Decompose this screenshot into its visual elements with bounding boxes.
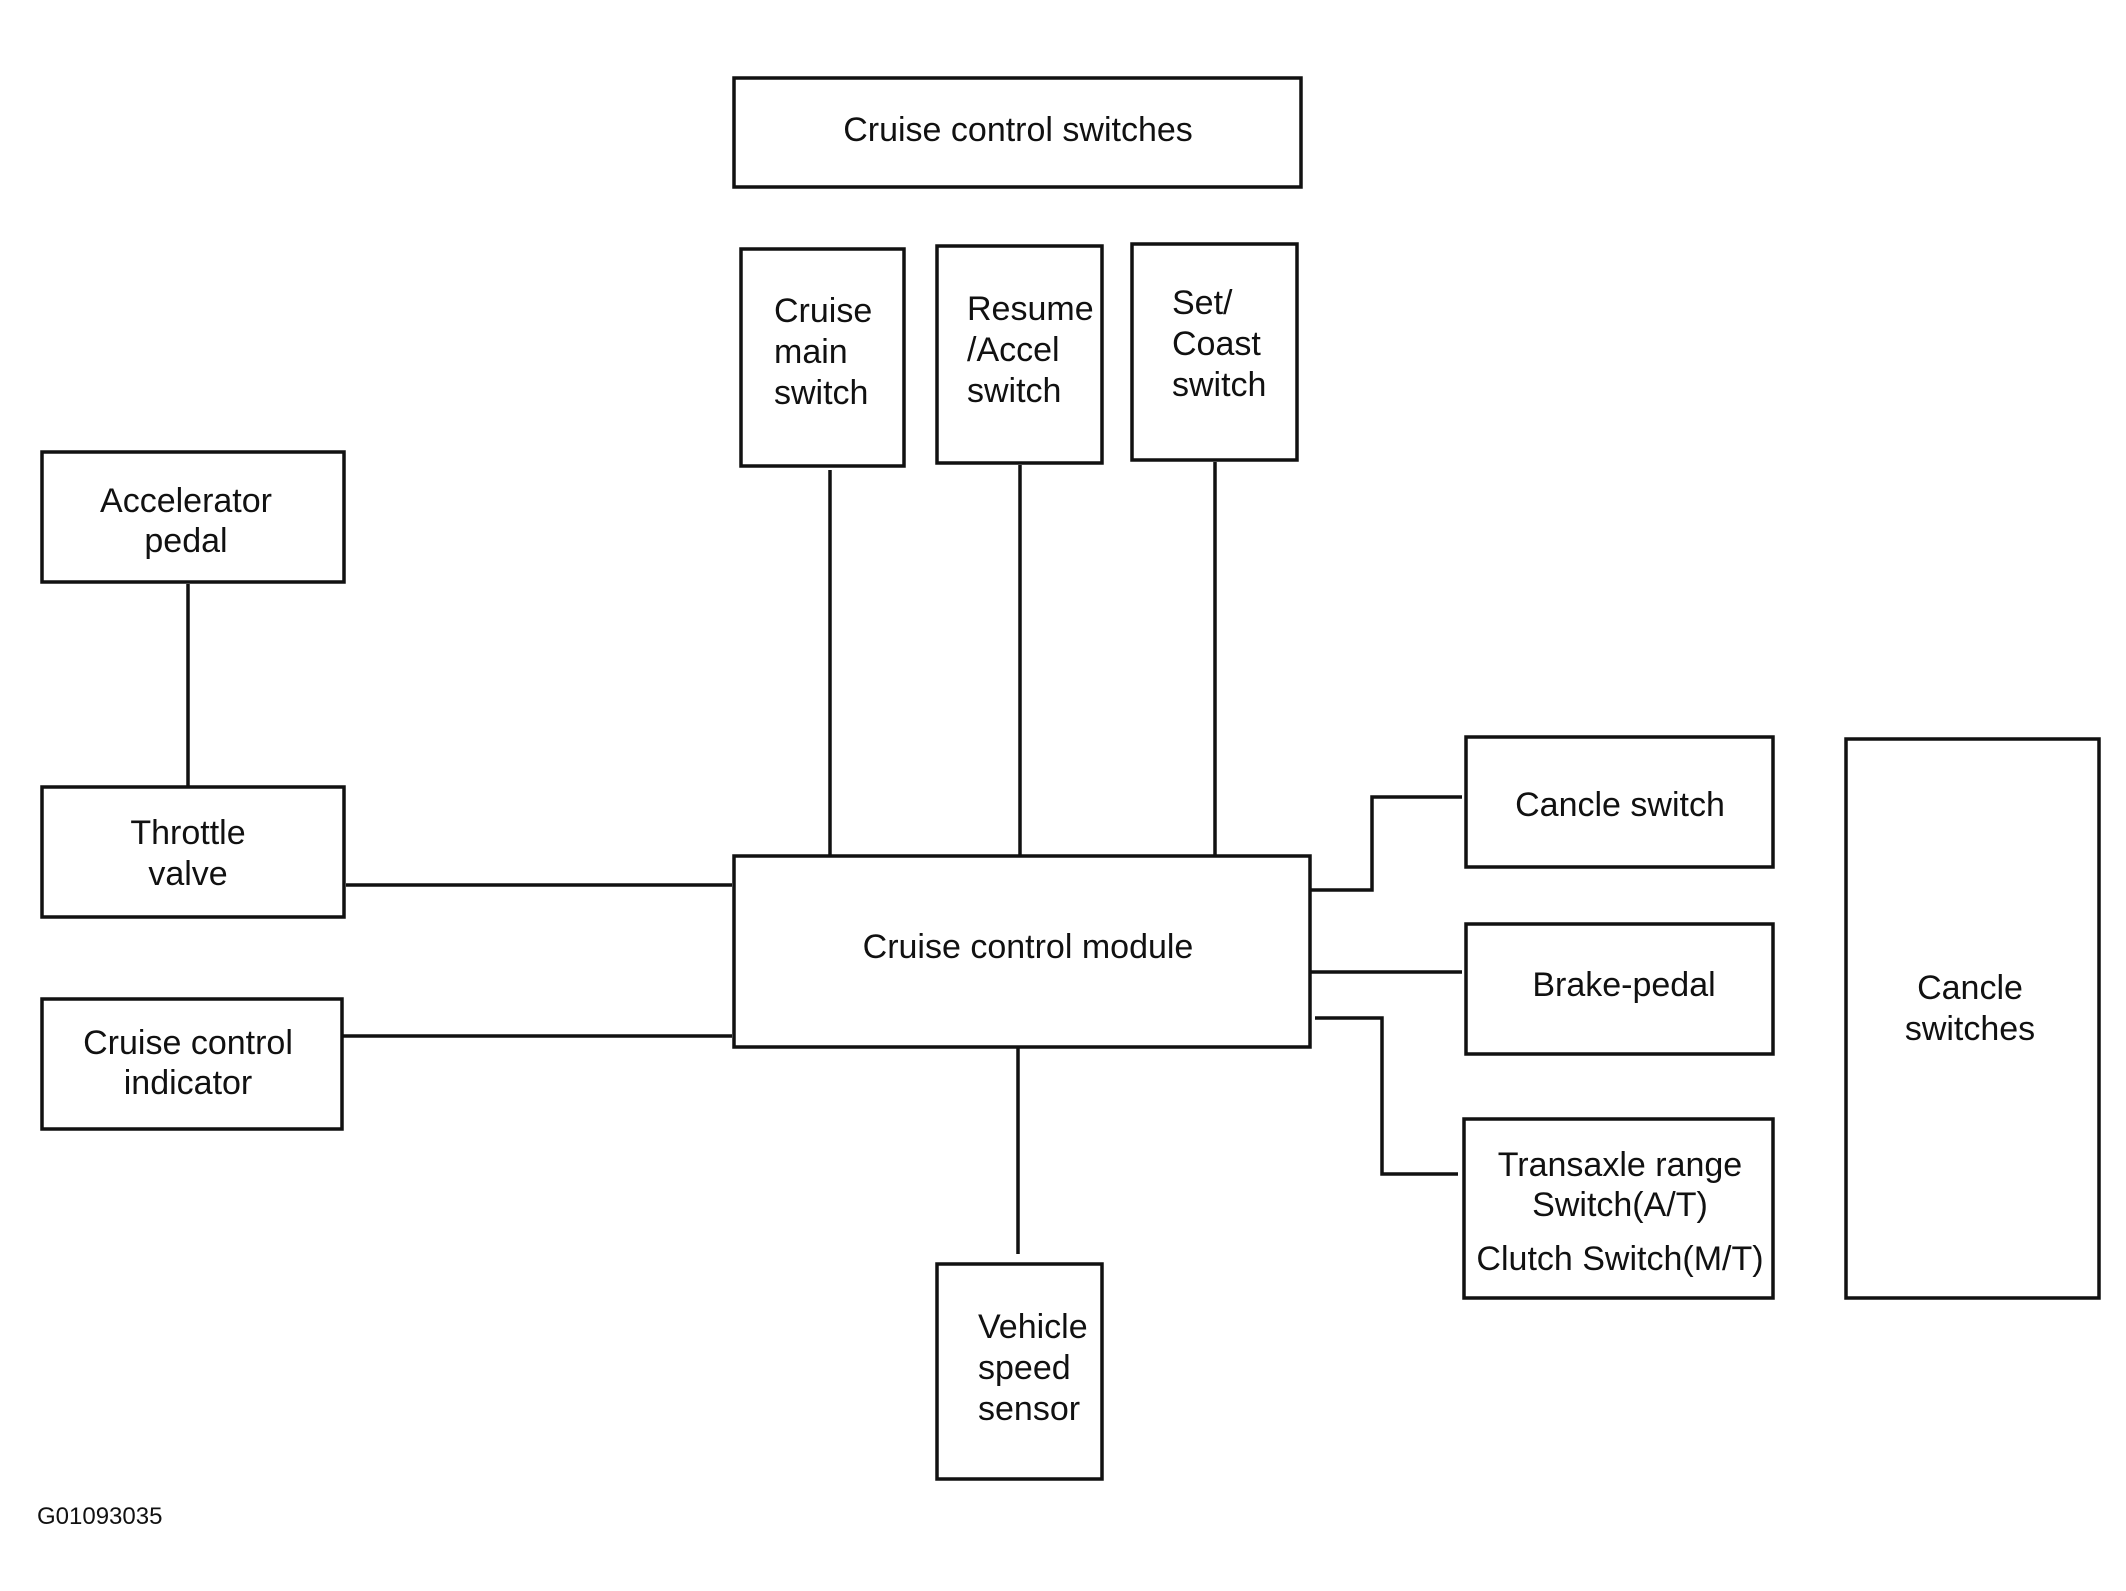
connections bbox=[186, 462, 1462, 1254]
cruise-control-module-box: Cruise control module bbox=[732, 854, 1312, 1049]
cancle-switches-box: Cancle switches bbox=[1844, 737, 2101, 1300]
cruise-control-indicator-line-2: indicator bbox=[124, 1064, 253, 1102]
wire-module-transaxle bbox=[1315, 1016, 1458, 1176]
throttle-valve-box: Throttle valve bbox=[40, 785, 346, 919]
resume-accel-switch-box: Resume /Accel switch bbox=[935, 244, 1104, 465]
cruise-main-switch-box: Cruise main switch bbox=[739, 247, 906, 468]
transaxle-range-box: Transaxle range Switch(A/T) Clutch Switc… bbox=[1462, 1117, 1775, 1300]
wire-module-cancle-switch bbox=[1310, 795, 1462, 892]
set-coast-switch-box: Set/ Coast switch bbox=[1130, 242, 1299, 462]
cruise-main-switch-line-2: main bbox=[774, 333, 848, 371]
set-coast-switch-line-2: Coast bbox=[1172, 325, 1261, 363]
set-coast-switch-line-1: Set/ bbox=[1172, 284, 1233, 322]
throttle-valve-line-2: valve bbox=[148, 855, 227, 893]
transaxle-range-line-3: Clutch Switch(M/T) bbox=[1476, 1240, 1763, 1278]
brake-pedal-label: Brake-pedal bbox=[1532, 966, 1715, 1004]
vehicle-speed-sensor-line-2: speed bbox=[978, 1349, 1071, 1387]
accelerator-pedal-line-2: pedal bbox=[144, 522, 227, 560]
transaxle-range-line-2: Switch(A/T) bbox=[1532, 1186, 1708, 1224]
cruise-main-switch-line-3: switch bbox=[774, 374, 868, 412]
accelerator-pedal-box: Accelerator pedal bbox=[40, 450, 346, 584]
vehicle-speed-sensor-box: Vehicle speed sensor bbox=[935, 1262, 1104, 1481]
cancle-switches-line-1: Cancle bbox=[1917, 969, 2023, 1007]
cancle-switch-label: Cancle switch bbox=[1515, 786, 1725, 824]
cruise-control-switches-box: Cruise control switches bbox=[732, 76, 1303, 189]
accelerator-pedal-line-1: Accelerator bbox=[100, 482, 272, 520]
transaxle-range-line-1: Transaxle range bbox=[1498, 1146, 1742, 1184]
cruise-control-switches-label: Cruise control switches bbox=[843, 111, 1193, 149]
figure-code: G01093035 bbox=[37, 1503, 162, 1530]
cruise-control-indicator-box: Cruise control indicator bbox=[40, 997, 344, 1131]
cruise-control-indicator-line-1: Cruise control bbox=[83, 1024, 293, 1062]
resume-accel-switch-line-1: Resume bbox=[967, 290, 1094, 328]
brake-pedal-box: Brake-pedal bbox=[1464, 922, 1775, 1056]
cancle-switch-box: Cancle switch bbox=[1464, 735, 1775, 869]
vehicle-speed-sensor-line-1: Vehicle bbox=[978, 1308, 1088, 1346]
vehicle-speed-sensor-line-3: sensor bbox=[978, 1390, 1080, 1428]
resume-accel-switch-line-2: /Accel bbox=[967, 331, 1060, 369]
cruise-main-switch-line-1: Cruise bbox=[774, 292, 872, 330]
set-coast-switch-line-3: switch bbox=[1172, 366, 1266, 404]
cancle-switches-line-2: switches bbox=[1905, 1010, 2035, 1048]
resume-accel-switch-line-3: switch bbox=[967, 372, 1061, 410]
cruise-control-module-label: Cruise control module bbox=[863, 928, 1194, 966]
throttle-valve-line-1: Throttle bbox=[130, 814, 245, 852]
